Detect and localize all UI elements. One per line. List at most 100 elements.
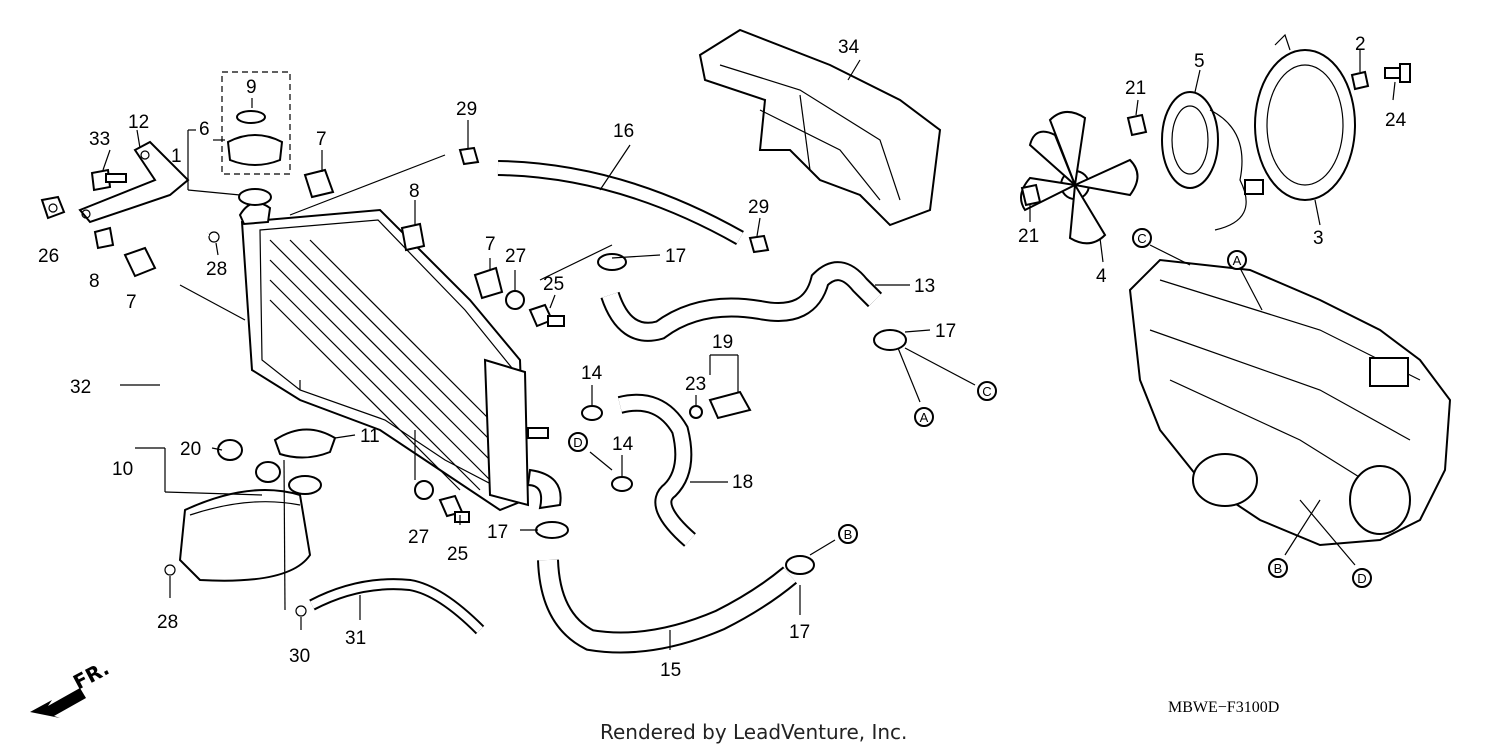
bolt-33 xyxy=(90,168,127,192)
clip-28a xyxy=(208,231,220,243)
callout-14b: 14 xyxy=(612,434,634,455)
callout-26: 26 xyxy=(38,246,59,267)
grommet-7a xyxy=(123,246,157,278)
callout-15: 15 xyxy=(660,660,681,681)
connector-A-lower: A xyxy=(914,407,934,427)
callout-6: 6 xyxy=(199,119,210,140)
clip-29b xyxy=(748,234,770,254)
callout-24: 24 xyxy=(1385,110,1407,131)
callout-16: 16 xyxy=(613,121,634,142)
callout-9: 9 xyxy=(246,77,257,98)
callout-7c: 7 xyxy=(485,234,496,255)
collar-8b xyxy=(400,222,426,252)
callout-21b: 21 xyxy=(1018,226,1039,247)
nut-2 xyxy=(1350,70,1370,91)
radiator xyxy=(238,201,562,512)
callout-28a: 28 xyxy=(206,259,227,280)
nut-21b xyxy=(1020,183,1042,207)
svg-text:B: B xyxy=(1274,561,1283,576)
render-credit: Rendered by LeadVenture, Inc. xyxy=(600,720,907,744)
reserve-tank xyxy=(178,428,337,582)
callout-17a: 17 xyxy=(665,246,686,267)
svg-text:A: A xyxy=(920,410,929,425)
bolt-25b xyxy=(438,494,470,523)
callout-14a: 14 xyxy=(581,363,603,384)
callout-34: 34 xyxy=(838,37,860,58)
clamp-14b xyxy=(611,476,633,492)
clip-30 xyxy=(295,605,307,617)
engine xyxy=(1128,258,1452,547)
callout-10: 10 xyxy=(112,459,133,480)
clip-28b xyxy=(164,564,176,576)
svg-text:C: C xyxy=(1137,231,1146,246)
callout-13: 13 xyxy=(914,276,935,297)
callout-17c: 17 xyxy=(487,522,508,543)
clamp-14a xyxy=(581,405,603,421)
grommet-7c xyxy=(473,266,504,300)
connector-D-hose: D xyxy=(568,432,588,452)
connector-markers: A A B B C C D D xyxy=(568,228,1372,588)
callout-12: 12 xyxy=(128,112,149,133)
callout-19: 19 xyxy=(712,332,733,353)
callout-7a: 7 xyxy=(316,129,327,150)
washer-27b xyxy=(414,480,434,500)
leader-lines xyxy=(102,50,1396,650)
callout-29a: 29 xyxy=(456,99,477,120)
nut-26 xyxy=(40,195,66,220)
connector-B-engine: B xyxy=(1268,558,1288,578)
callout-17b: 17 xyxy=(935,321,956,342)
collar-8a xyxy=(93,226,115,250)
svg-text:D: D xyxy=(573,435,582,450)
callout-25b: 25 xyxy=(447,544,468,565)
callout-11: 11 xyxy=(360,426,380,447)
nut-21a xyxy=(1126,113,1148,137)
fan-motor xyxy=(1161,91,1264,231)
bracket xyxy=(78,140,190,224)
clip-29a xyxy=(458,146,480,166)
diagram-reference-code: MBWE−F3100D xyxy=(1168,699,1279,716)
callout-7b: 7 xyxy=(126,292,137,313)
svg-text:B: B xyxy=(844,527,853,542)
callout-17d: 17 xyxy=(789,622,810,643)
svg-text:C: C xyxy=(982,384,991,399)
callout-27b: 27 xyxy=(408,527,429,548)
callout-27a: 27 xyxy=(505,246,526,267)
callout-2: 2 xyxy=(1355,34,1366,55)
callout-1: 1 xyxy=(171,146,182,167)
callout-31: 31 xyxy=(345,628,366,649)
callout-8b: 8 xyxy=(89,271,100,292)
callout-33: 33 xyxy=(89,129,110,150)
callout-8a: 8 xyxy=(409,181,420,202)
callout-25a: 25 xyxy=(543,274,564,295)
svg-text:D: D xyxy=(1357,571,1366,586)
clamp-17c xyxy=(535,521,569,539)
thermo-switch xyxy=(689,390,752,420)
callout-20: 20 xyxy=(180,439,201,460)
connector-C-hose: C xyxy=(977,381,997,401)
callout-28b: 28 xyxy=(157,612,178,633)
callout-23: 23 xyxy=(685,374,706,395)
clamp-17d xyxy=(785,555,815,575)
callout-3: 3 xyxy=(1313,228,1324,249)
clamp-17b xyxy=(873,329,907,351)
connector-D-engine: D xyxy=(1352,568,1372,588)
bolt-24 xyxy=(1384,63,1411,83)
connector-C-engine: C xyxy=(1132,228,1152,248)
air-duct xyxy=(698,28,942,227)
callout-32: 32 xyxy=(70,377,91,398)
front-direction-label: FR. xyxy=(69,656,113,695)
svg-text:A: A xyxy=(1233,253,1242,268)
washer-27a xyxy=(505,290,525,310)
fan-blade xyxy=(1020,111,1139,245)
hose-16 xyxy=(497,160,744,245)
connector-B-right: B xyxy=(838,524,858,544)
grommet-7b xyxy=(303,168,335,199)
callout-5: 5 xyxy=(1194,51,1205,72)
fan-shroud xyxy=(1254,33,1356,201)
hose-32 xyxy=(63,232,209,571)
hose-32-inner xyxy=(61,230,210,573)
front-direction-arrow: FR. xyxy=(30,656,113,718)
bolt-25a xyxy=(528,303,565,328)
